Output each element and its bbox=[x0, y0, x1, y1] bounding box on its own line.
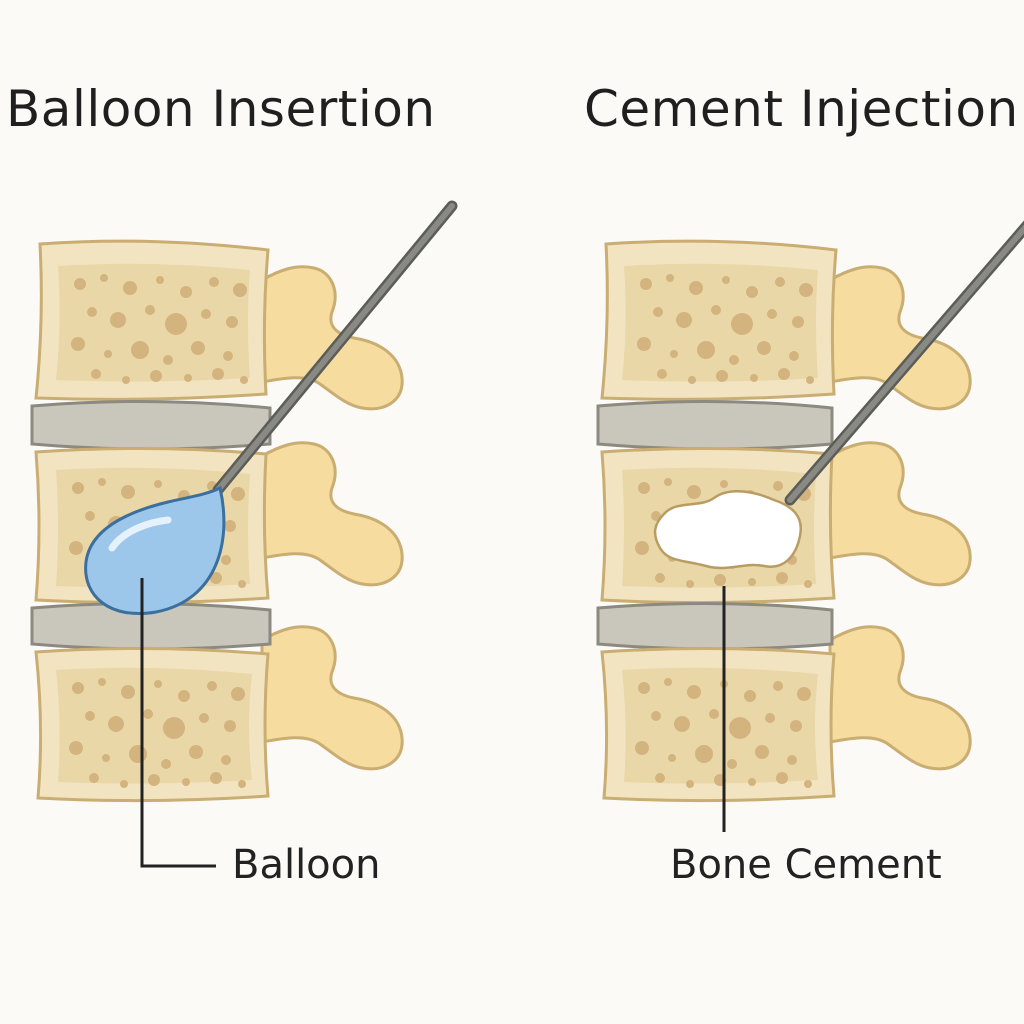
spinous-processes-left bbox=[260, 265, 404, 771]
panel-title-balloon-insertion: Balloon Insertion bbox=[6, 80, 436, 138]
callout-line-balloon bbox=[140, 578, 216, 868]
vertebra-illustration bbox=[600, 646, 836, 803]
left-spine bbox=[30, 200, 458, 868]
vertebra-illustration bbox=[34, 646, 270, 803]
spinous-processes-right bbox=[828, 265, 972, 771]
callout-label-balloon: Balloon bbox=[232, 842, 381, 888]
intervertebral-disc bbox=[596, 601, 834, 651]
callout-label-bone-cement: Bone Cement bbox=[670, 842, 942, 888]
balloon-shape bbox=[84, 485, 226, 615]
bone-cement-shape bbox=[653, 490, 803, 570]
vertebra-illustration bbox=[600, 239, 838, 401]
intervertebral-disc bbox=[30, 399, 272, 451]
panel-title-cement-injection: Cement Injection bbox=[584, 80, 1019, 138]
vertebra-illustration bbox=[34, 239, 270, 401]
right-spine bbox=[596, 220, 1024, 832]
intervertebral-disc bbox=[596, 399, 834, 451]
